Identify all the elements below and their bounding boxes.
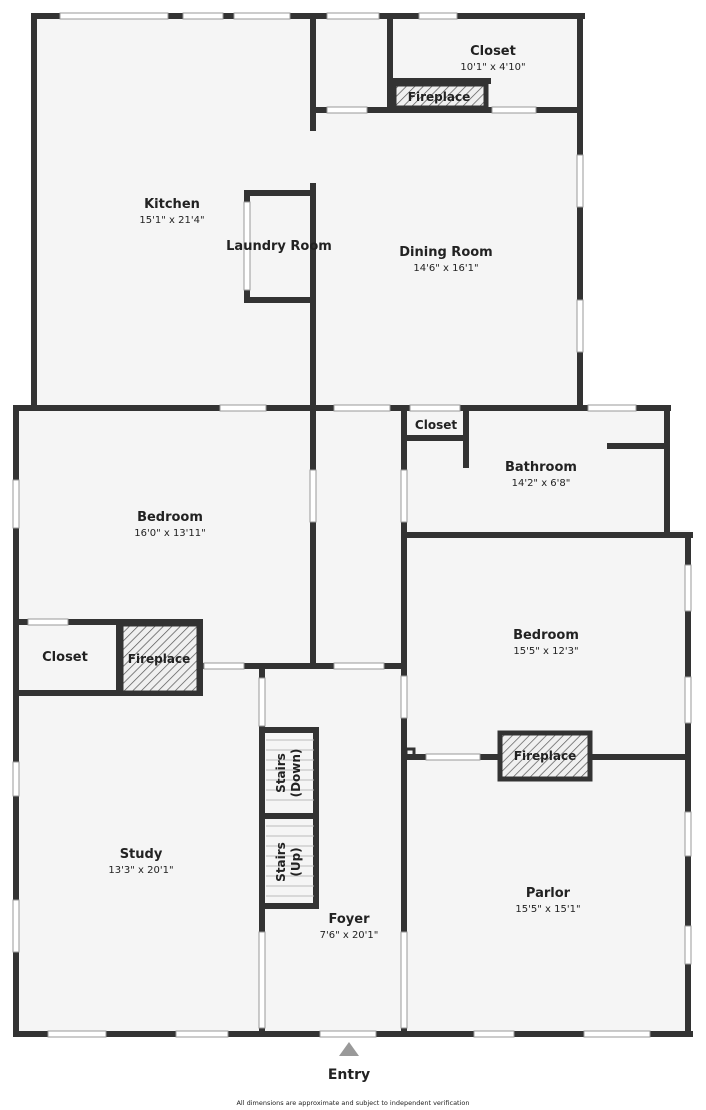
fireplace-hatches [118, 81, 593, 782]
bedroom-right-dim: 15'5" x 12'3" [513, 646, 578, 657]
bedroom-left-name: Bedroom [137, 510, 203, 525]
dining-room-dim: 14'6" x 16'1" [413, 263, 478, 274]
stairs-up-label: Stairs (Up) [274, 842, 303, 882]
bathroom-dim: 14'2" x 6'8" [512, 478, 571, 489]
stairs-up-line2: (Up) [289, 847, 303, 876]
entry-arrow-icon [339, 1042, 359, 1056]
disclaimer-text: All dimensions are approximate and subje… [236, 1099, 469, 1107]
foyer-dim: 7'6" x 20'1" [320, 930, 379, 941]
fireplace-top-name: Fireplace [408, 90, 470, 104]
stairs-down-label: Stairs (Down) [274, 749, 303, 798]
fireplace-left-name: Fireplace [128, 652, 190, 666]
bedroom-right-name: Bedroom [513, 628, 579, 643]
stairs-down-line1: Stairs [274, 753, 288, 793]
kitchen-name: Kitchen [144, 197, 200, 212]
entry-label: Entry [328, 1067, 370, 1083]
closet-top-name: Closet [470, 44, 516, 59]
foyer-name: Foyer [329, 912, 371, 927]
study-dim: 13'3" x 20'1" [108, 865, 173, 876]
floor-fills [16, 16, 690, 1036]
parlor-name: Parlor [526, 886, 571, 901]
stairs-up-line1: Stairs [274, 842, 288, 882]
bathroom-name: Bathroom [505, 460, 577, 475]
room-labels: Kitchen 15'1" x 21'4" Closet 10'1" x 4'1… [42, 44, 580, 1107]
fireplace-right-name: Fireplace [514, 749, 576, 763]
dining-room-name: Dining Room [399, 245, 492, 260]
kitchen-dim: 15'1" x 21'4" [139, 215, 204, 226]
closet-left-name: Closet [42, 650, 88, 665]
stair-treads [266, 739, 314, 897]
study-name: Study [120, 847, 163, 862]
closet-top-dim: 10'1" x 4'10" [460, 62, 525, 73]
stairs-down-line2: (Down) [289, 749, 303, 798]
laundry-room-name: Laundry Room [226, 239, 332, 254]
openings [12, 12, 692, 1038]
bedroom-left-dim: 16'0" x 13'11" [134, 528, 206, 539]
parlor-dim: 15'5" x 15'1" [515, 904, 580, 915]
closet-mid-name: Closet [415, 418, 457, 432]
